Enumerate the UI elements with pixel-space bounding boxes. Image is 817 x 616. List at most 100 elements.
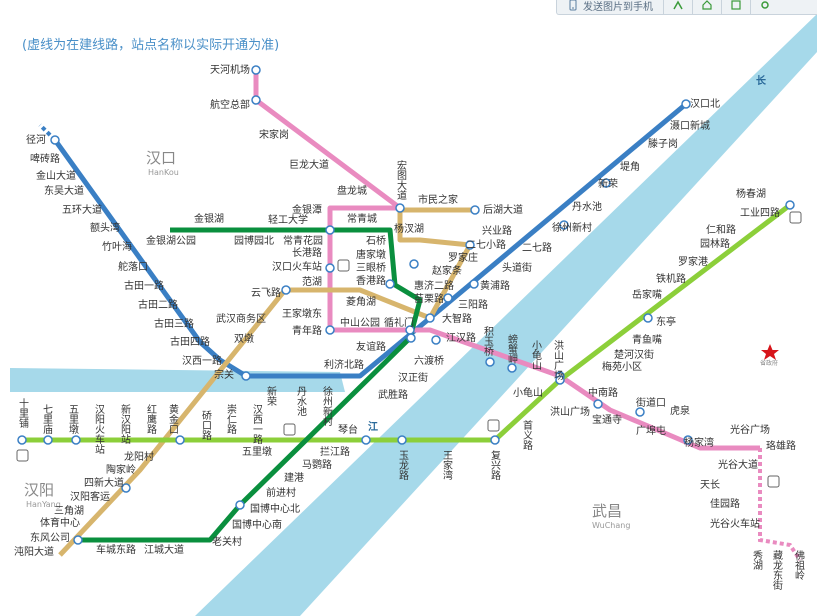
station-label: 光谷广场 [730,423,770,436]
station-marker[interactable] [325,263,335,273]
station-marker[interactable] [443,293,453,303]
station-label: 仁和路 [706,223,736,236]
station-label: 香港路 [356,274,386,287]
share-icon [673,0,683,10]
station-label-vertical: 洪山广场 [552,340,564,381]
station-label: 洪山广场 [550,405,590,418]
station-marker[interactable] [490,435,500,445]
station-label: 黄浦路 [480,279,510,292]
station-marker[interactable] [73,535,83,545]
home-icon [702,0,712,10]
station-label-vertical: 螃蟹岬 [506,333,518,365]
station-label: 江汉路 [446,331,476,344]
station-marker[interactable] [385,279,395,289]
station-label: 体育中心 [40,516,80,529]
station-marker[interactable] [409,259,419,269]
station-marker[interactable] [681,99,691,109]
station-label-vertical: 积玉桥 [482,326,494,357]
station-marker[interactable] [559,220,569,230]
station-label: 金山大道 [36,169,76,182]
station-marker[interactable] [397,435,407,445]
station-label: 利济北路 [324,358,364,371]
share-button[interactable] [663,0,692,14]
station-label: 三角湖 [54,505,84,517]
station-label: 珞雄路 [766,439,796,452]
station-marker[interactable] [325,225,335,235]
station-label: 杨春湖 [736,187,766,200]
station-marker[interactable] [281,285,291,295]
send-to-phone-button[interactable]: 发送图片到手机 [557,0,663,14]
station-label: 双墩 [234,332,254,345]
station-label: 街道口 [636,396,666,409]
station-label: 循礼门 [384,316,414,329]
station-marker[interactable] [785,200,795,210]
station-marker[interactable] [431,335,441,345]
station-marker[interactable] [235,500,245,510]
fullscreen-button[interactable] [721,0,750,14]
send-to-phone-label: 发送图片到手机 [583,1,653,13]
station-label: 前进村 [266,486,296,499]
station-label-vertical: 佛祖岭 [793,549,805,581]
station-label: 竹叶海 [102,240,132,253]
station-marker[interactable] [71,435,81,445]
station-label: 二七路 [522,241,552,254]
station-label: 青年路 [292,324,322,337]
station-marker[interactable] [465,240,475,250]
station-label: 龙阳村 [124,450,154,463]
station-marker[interactable] [251,95,261,105]
station-label-vertical: 秀湖 [751,550,763,571]
settings-button[interactable] [750,0,779,14]
station-label: 常青城 [347,212,377,225]
station-label: 盘龙城 [337,184,367,197]
station-label-vertical: 汉阳火车站 [93,404,105,455]
station-marker[interactable] [361,435,371,445]
district-label-hanyang: 汉阳 [24,481,54,499]
station-marker[interactable] [425,313,435,323]
station-marker[interactable] [593,399,603,409]
station-marker[interactable] [683,435,693,445]
station-marker[interactable] [555,375,565,385]
station-label: 宝通寺 [592,413,622,426]
station-label: 梅苑小区 [602,360,642,373]
station-marker[interactable] [17,435,27,445]
metro-line-2-extension [758,448,802,562]
station-marker[interactable] [325,325,335,335]
station-marker[interactable] [241,371,251,381]
station-marker[interactable] [643,313,653,323]
station-label: 广埠屯 [636,424,666,437]
station-marker[interactable] [601,178,611,188]
station-label: 新荣 [598,177,618,190]
station-marker[interactable] [395,203,405,213]
station-label: 国博中心北 [250,502,300,515]
station-label: 石桥 [366,235,386,247]
home-button[interactable] [692,0,721,14]
station-label: 园林路 [700,237,730,250]
station-marker[interactable] [43,435,53,445]
station-label-vertical: 新汉阳站 [119,403,131,445]
station-marker[interactable] [635,407,645,417]
station-marker[interactable] [175,435,185,445]
station-label: 杨汊湖 [394,222,424,235]
station-label: 佳园路 [710,497,740,510]
map-toolbar: 发送图片到手机 [556,0,817,15]
station-marker[interactable] [485,357,495,367]
station-label: 丹水池 [572,200,602,213]
station-marker[interactable] [251,65,261,75]
station-label: 东亭 [656,315,676,328]
station-label: 王家墩东 [282,307,322,320]
station-marker[interactable] [470,205,480,215]
station-label: 兴业路 [482,224,512,237]
station-label: 古田三路 [154,317,194,330]
fullscreen-icon [731,0,741,10]
station-marker[interactable] [406,333,416,343]
station-marker[interactable] [121,483,131,493]
station-label-vertical: 五里墩 [67,404,79,435]
station-label: 拦江路 [320,445,350,458]
station-label: 五环大道 [62,203,102,216]
station-label: 常青花园 [283,234,323,247]
station-marker[interactable] [50,135,60,145]
station-label: 古田二路 [138,298,178,311]
station-label: 杨家湾 [684,436,714,449]
station-marker[interactable] [507,363,517,373]
station-marker[interactable] [469,279,479,289]
